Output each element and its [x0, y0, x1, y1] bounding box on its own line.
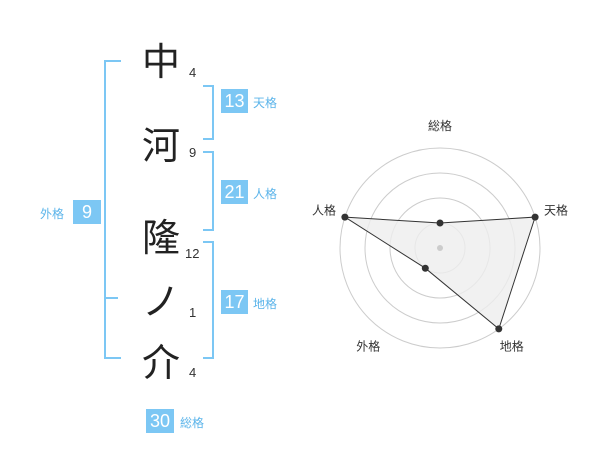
radar-points [341, 213, 539, 333]
radar-polygon [344, 216, 536, 330]
jinkaku-bracket [203, 151, 214, 231]
stroke-count-5: 4 [189, 365, 197, 380]
soukaku-label: 総格 [180, 416, 205, 430]
radar-axis-label-2: 天格 [544, 202, 568, 217]
radar-axis-label-5: 人格 [312, 202, 336, 217]
name-char-2: 河 [141, 124, 180, 168]
name-char-1: 中 [141, 40, 180, 84]
radar-axis-label-3: 地格 [500, 339, 524, 354]
stroke-count-2: 9 [189, 145, 197, 160]
tenkaku-value: 13 [221, 89, 248, 113]
soukaku-value: 30 [146, 409, 174, 433]
radar-point-4 [421, 264, 429, 272]
radar-point-3 [495, 325, 503, 333]
stroke-count-3: 12 [185, 246, 200, 261]
tenkaku-label: 天格 [253, 96, 278, 110]
tenkaku-bracket [203, 85, 214, 140]
stroke-count-4: 1 [189, 305, 197, 320]
jinkaku-label: 人格 [253, 187, 278, 201]
radar-grid-ring-4 [339, 147, 541, 349]
gaikaku-label: 外格 [40, 207, 65, 221]
name-char-5: 介 [141, 341, 180, 385]
chikaku-label: 地格 [253, 297, 278, 311]
gaikaku-bracket [104, 60, 121, 359]
radar-center-dot [437, 245, 443, 251]
name-char-3: 隆 [141, 216, 180, 260]
radar-axis-label-1: 総格 [428, 118, 452, 133]
radar-point-2 [531, 213, 539, 221]
radar-axis-label-4: 外格 [356, 339, 380, 354]
jinkaku-value: 21 [221, 180, 248, 204]
chikaku-value: 17 [221, 290, 248, 314]
stroke-count-1: 4 [189, 65, 197, 80]
radar-point-1 [436, 219, 444, 227]
name-char-4: ノ [141, 280, 180, 324]
gaikaku-value: 9 [73, 200, 101, 224]
radar-point-5 [341, 213, 349, 221]
